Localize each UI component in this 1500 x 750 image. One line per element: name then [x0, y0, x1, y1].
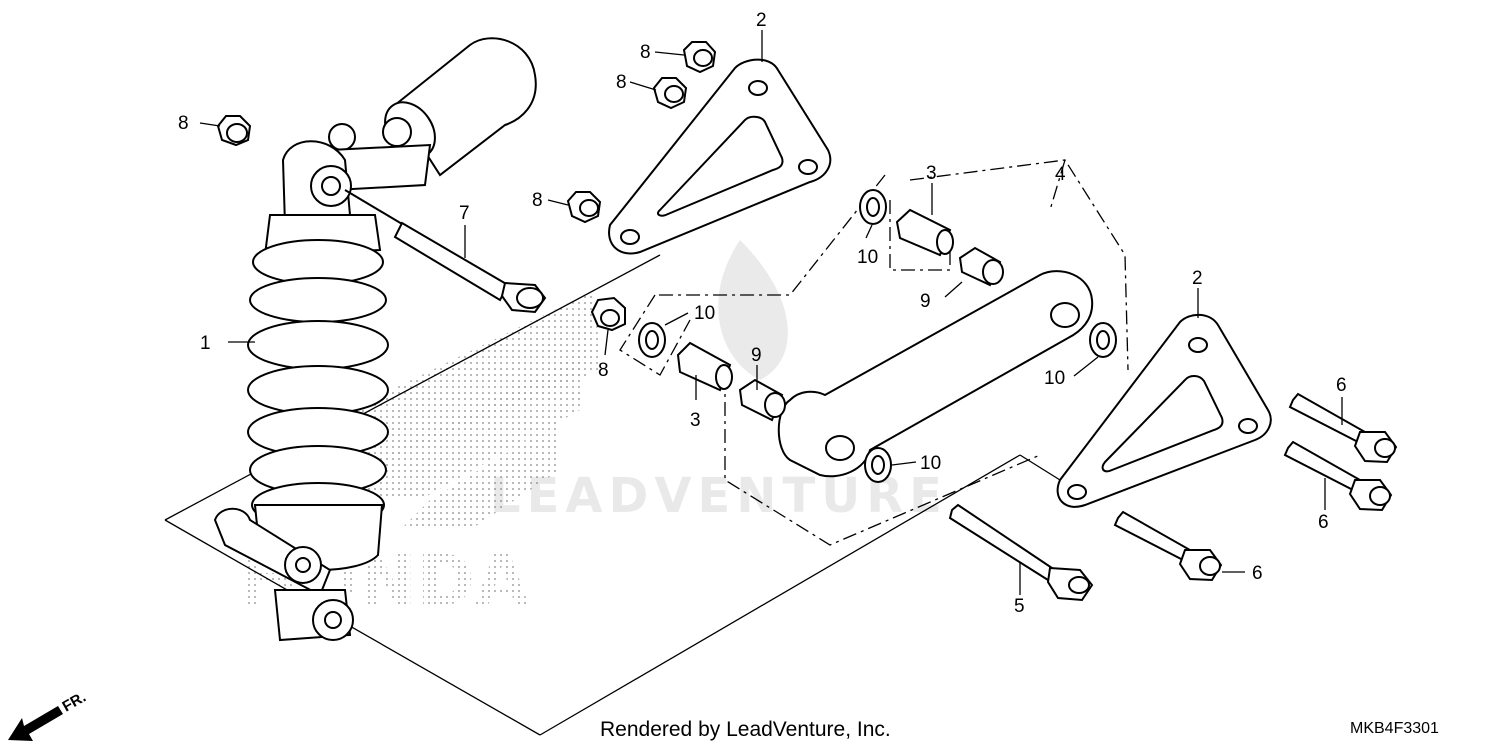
bolt-6-a	[1288, 392, 1398, 464]
nut-8-shock-top	[216, 115, 252, 147]
collar-3-lower	[676, 341, 733, 392]
bolt-6-b	[1283, 440, 1393, 512]
leadventure-watermark: LEADVENTURE	[490, 240, 948, 524]
callout-7: 7	[459, 203, 470, 224]
callout-10-a: 10	[857, 247, 878, 268]
callout-6-b: 6	[1318, 512, 1329, 533]
seal-10-b	[638, 322, 666, 358]
callout-6-a: 6	[1336, 375, 1347, 396]
callout-5: 5	[1014, 596, 1025, 617]
rendered-by-credit: Rendered by LeadVenture, Inc.	[600, 718, 891, 741]
bolt-5	[948, 503, 1094, 602]
plate-2-right	[1056, 313, 1272, 508]
shock-absorber	[213, 37, 537, 642]
callout-3-upper: 3	[926, 163, 937, 184]
bolt-7	[344, 189, 547, 314]
nut-8-plate	[566, 191, 602, 224]
callout-10-c: 10	[1044, 368, 1065, 389]
callout-8-top-b: 8	[616, 72, 627, 93]
callout-6-c: 6	[1252, 563, 1263, 584]
front-arrow-label: FR.	[60, 689, 89, 716]
nut-8-top-b	[652, 77, 688, 110]
seal-10-d	[864, 447, 892, 483]
callout-2-right: 2	[1192, 268, 1203, 289]
seal-10-a	[859, 189, 887, 225]
callout-8-top-a: 8	[640, 42, 651, 63]
callout-10-d: 10	[920, 453, 941, 474]
callout-labels: 1 2 2 3 3 4 5 6 6 6 7 8 8 8 8 8 9 9 10 1…	[178, 10, 1347, 617]
bearing-9-upper	[958, 246, 1004, 287]
nut-8-link	[590, 296, 626, 332]
link-kit-dashed-box	[619, 159, 1129, 546]
callout-2-upper: 2	[756, 10, 767, 31]
callout-8-plate: 8	[532, 190, 543, 211]
callout-9-lower: 9	[751, 345, 762, 366]
front-direction-arrow: FR.	[8, 689, 89, 741]
leadventure-watermark-text: LEADVENTURE	[490, 468, 948, 524]
callout-10-b: 10	[694, 303, 715, 324]
bolt-6-c	[1113, 510, 1223, 582]
seal-10-c	[1089, 322, 1117, 358]
collar-3-upper	[895, 208, 954, 257]
nut-8-top-a	[682, 41, 717, 74]
callout-8-link: 8	[598, 360, 609, 381]
bearing-9-lower	[738, 378, 786, 422]
plate-2-upper	[608, 58, 832, 255]
callout-4: 4	[1055, 164, 1066, 185]
callout-3-lower: 3	[690, 410, 701, 431]
leader-lines	[199, 30, 1343, 595]
callout-1: 1	[200, 333, 211, 354]
callout-8-shock: 8	[178, 113, 189, 134]
diagram-code: MKB4F3301	[1350, 720, 1439, 737]
connecting-rod	[777, 270, 1094, 478]
callout-9-upper: 9	[920, 291, 931, 312]
